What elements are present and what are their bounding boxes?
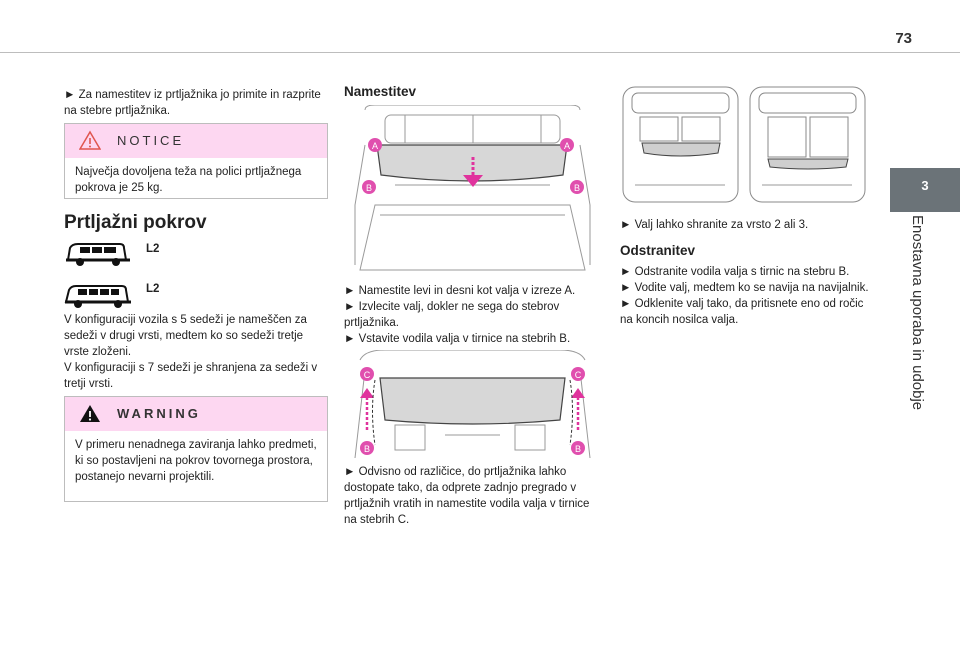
notice-box: NOTICE Največja dovoljena teža na polici… [64,123,328,199]
warning-box: WARNING V primeru nenadnega zaviranja la… [64,396,328,502]
chapter-tab [890,168,960,212]
variant-l2-short [64,238,132,273]
alt-installation-note: ► Odvisno od različice, do prtljažnika l… [344,466,590,526]
label-a-left: A [372,141,378,151]
installation-heading: Namestitev [344,84,417,99]
notice-title: NOTICE [117,133,185,148]
removal-steps: ► Odstranite vodila valja s tirnic na st… [620,266,869,326]
label-c-left: C [364,370,371,380]
variant-label: L2 [146,283,160,295]
removal-heading: Odstranitev [620,243,696,258]
label-b-left: B [366,183,372,193]
warning-triangle-icon [80,405,100,422]
warning-title: WARNING [117,406,201,421]
label-b-right: B [575,444,581,454]
van-icon [66,243,130,266]
storage-note: ► Valj lahko shranite za vrsto 2 ali 3. [620,219,809,231]
figure-storage [620,85,870,205]
label-b-right: B [574,183,580,193]
notice-text: Največja dovoljena teža na polici prtlja… [75,166,302,194]
notice-header: NOTICE [65,124,327,158]
body-text: V konfiguraciji vozila s 5 sedeži je nam… [64,314,318,390]
label-c-right: C [575,370,582,380]
intro-text: ► Za namestitev iz prtljažnika jo primit… [64,89,321,117]
variant-l2-long [64,280,132,315]
trunk-cover-install-illustration: A A B B [354,104,591,271]
label-b-left: B [364,444,370,454]
storage-positions-illustration [622,86,866,203]
van-icon [64,285,131,308]
chapter-title: Enostavna uporaba in udobje [904,215,926,425]
caution-triangle-icon [79,130,101,150]
installation-steps: ► Namestite levi in desni kot valja v iz… [344,285,576,345]
chapter-number: 3 [921,178,929,193]
warning-header: WARNING [65,397,327,431]
warning-text: V primeru nenadnega zaviranja lahko pred… [75,439,317,483]
header-rule [0,52,960,53]
page-number: 73 [895,30,912,47]
figure-alt-installation: C C B B [345,349,600,459]
figure-installation: A A B B [345,104,600,273]
chapter-title-text: Enostavna uporaba in udobje [909,215,926,411]
trunk-cover-alt-illustration: C C B B [354,349,591,459]
label-a-right: A [564,141,570,151]
section-title: Prtljažni pokrov [64,212,207,233]
variant-label: L2 [146,243,160,255]
